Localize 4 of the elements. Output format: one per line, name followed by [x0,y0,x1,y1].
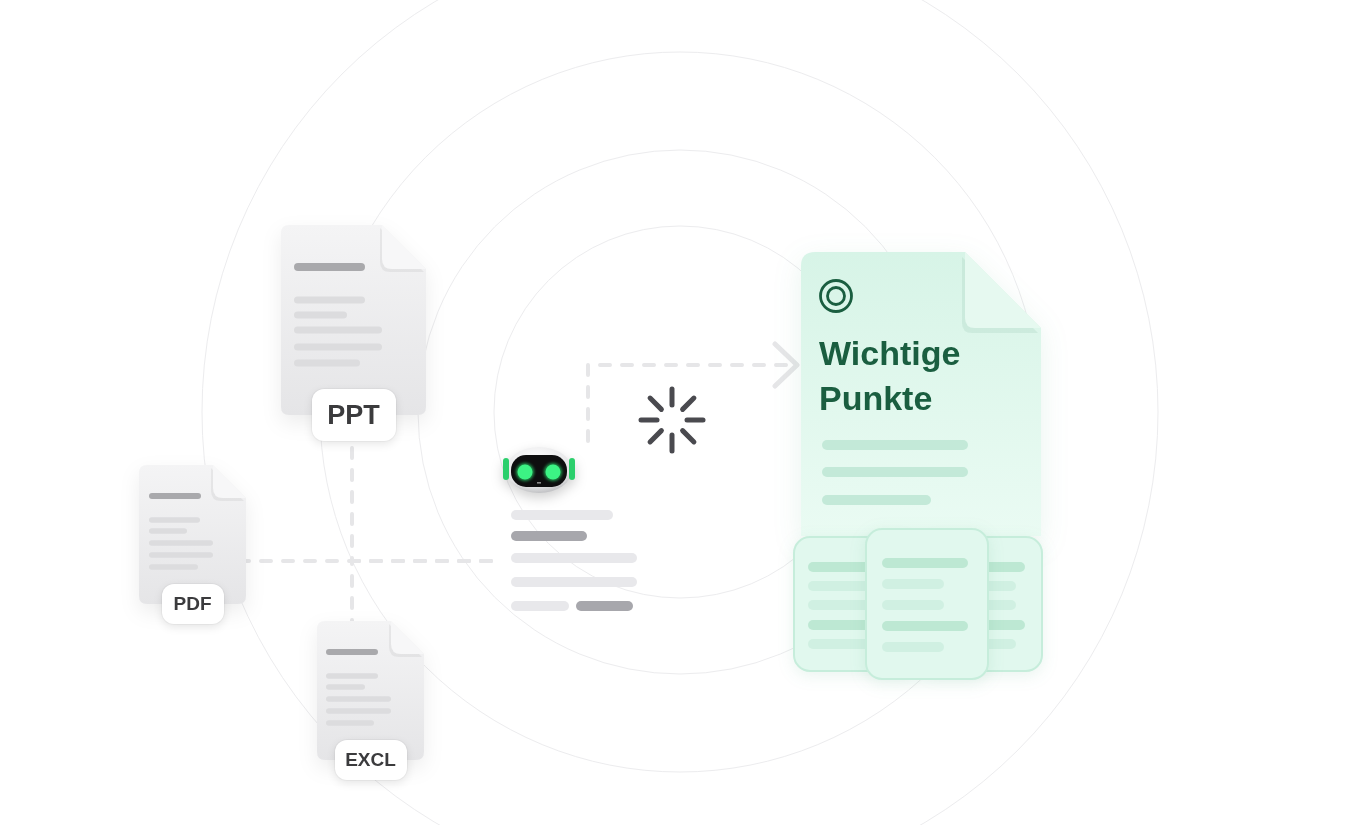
document-title: Wichtige Punkte [819,333,962,419]
file-type-label: PDF [161,584,224,624]
file-type-label: EXCL [334,740,407,780]
file-type-label: PPT [311,389,396,441]
